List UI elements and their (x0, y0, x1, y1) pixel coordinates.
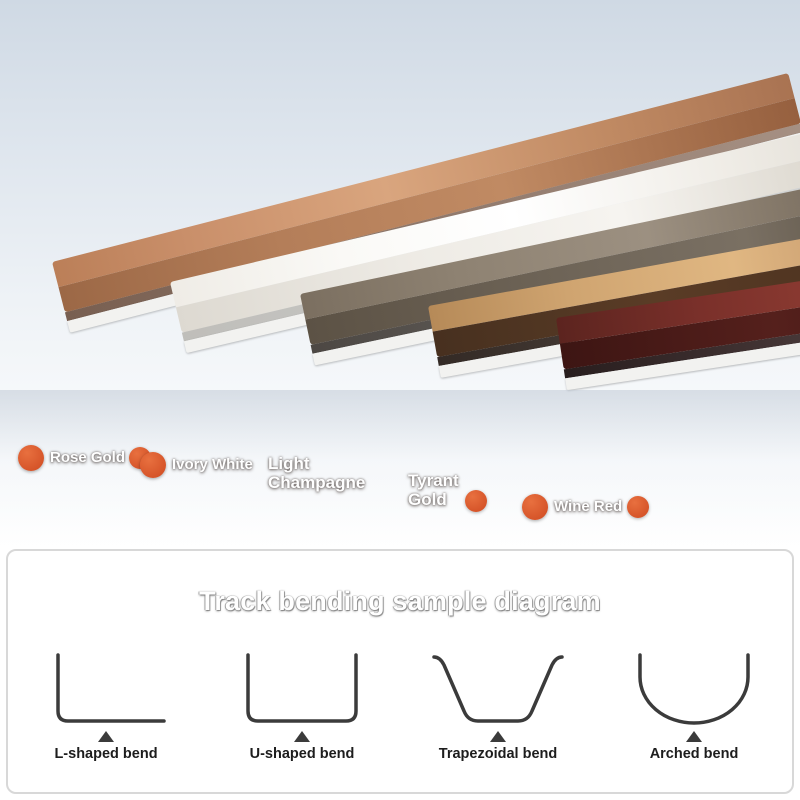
arch-bend-icon (638, 653, 750, 725)
bending-diagram-panel: Track bending sample diagram L-shaped be… (6, 549, 794, 794)
callout-tyrant-gold: Tyrant Gold (408, 471, 487, 512)
bend-sample-l-shaped: L-shaped bend (16, 651, 196, 762)
bend-pointer-arrow-icon (294, 731, 310, 742)
bend-pointer-arrow-icon (490, 731, 506, 742)
color-swatch-icon (140, 452, 166, 478)
bending-shapes-row: L-shaped bend U-shaped bend Trapezoidal … (8, 651, 792, 762)
color-swatch-icon (18, 445, 44, 471)
bend-pointer-arrow-icon (686, 731, 702, 742)
bend-sample-label: Arched bend (649, 746, 739, 762)
bend-pointer-arrow-icon (98, 731, 114, 742)
product-photo-panel: Rose Gold Ivory White Light Champagne Ty… (0, 0, 800, 545)
callout-rose-gold: Rose Gold (18, 445, 152, 471)
color-swatch-icon (464, 490, 487, 512)
l-bend-icon (56, 653, 166, 723)
bend-sample-label: L-shaped bend (54, 746, 158, 762)
callout-wine-red: Wine Red (522, 494, 650, 520)
bend-sample-label: Trapezoidal bend (438, 746, 558, 762)
bend-sample-arched: Arched bend (604, 651, 784, 762)
u-bend-icon (246, 653, 358, 723)
trapezoid-bend-icon (432, 655, 564, 723)
callout-light-champagne: Light Champagne (268, 454, 366, 492)
bending-diagram-title: Track bending sample diagram (199, 586, 601, 616)
bend-sample-u-shaped: U-shaped bend (212, 651, 392, 762)
color-swatch-icon (522, 494, 548, 520)
callout-label: Tyrant Gold (408, 471, 459, 509)
floor-shadow (0, 390, 800, 545)
bend-sample-trapezoidal: Trapezoidal bend (408, 651, 588, 762)
callout-label: Rose Gold (50, 448, 126, 466)
callout-label: Ivory White (172, 455, 253, 473)
color-swatch-icon (627, 496, 650, 518)
callout-label: Wine Red (554, 497, 623, 515)
callout-ivory-white: Ivory White (140, 452, 253, 478)
bend-sample-label: U-shaped bend (249, 746, 355, 762)
callout-label: Light Champagne (268, 454, 366, 492)
